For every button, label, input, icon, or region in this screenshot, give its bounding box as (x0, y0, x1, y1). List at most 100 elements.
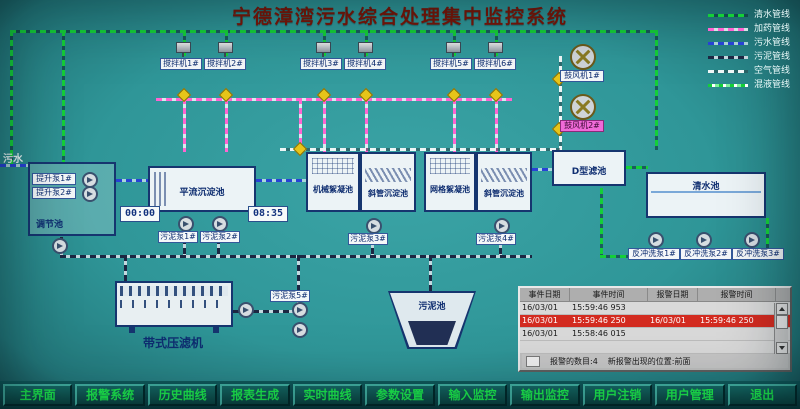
lift-pump-icon[interactable] (82, 186, 98, 202)
water-level-line (651, 191, 761, 193)
menu-button-realtime-curve[interactable]: 实时曲线 (292, 384, 363, 406)
inflow-label: 污水 (3, 154, 23, 165)
grid-floc-tank-label: 网格絮凝池 (430, 185, 470, 194)
sludge-pump-icon[interactable] (366, 218, 382, 234)
inclined-tube-sedimentation-tank-1: 斜管沉淀池 (360, 152, 416, 212)
pipe-sludge-header (60, 255, 532, 258)
runtime-timer: 08:35 (248, 206, 288, 222)
legend-item-mixed: 混液管线 (707, 80, 790, 91)
legend-label: 污泥管线 (753, 52, 790, 62)
alarm-nav-button[interactable] (526, 355, 540, 367)
alarm-panel: 事件日期 事件时间 报警日期 报警时间 16/03/01 15:59:46 95… (518, 286, 792, 372)
backwash-pump-icon[interactable] (744, 232, 760, 248)
sludge-pump-icon[interactable] (238, 302, 254, 318)
pipe-dosing-drop (225, 98, 228, 152)
mixer-motor-icon[interactable] (176, 42, 191, 57)
menu-button-parameters[interactable]: 参数设置 (365, 384, 435, 406)
menu-button-main[interactable]: 主界面 (3, 384, 73, 406)
scrollbar-thumb[interactable] (776, 315, 788, 329)
mixer-label: 搅拌机5# (430, 58, 472, 70)
sludge-line-icon (707, 56, 748, 59)
menu-button-user-logout[interactable]: 用户注销 (582, 384, 653, 406)
menu-button-input-monitor[interactable]: 输入监控 (437, 384, 508, 406)
blower-fan-icon[interactable] (570, 44, 596, 70)
sludge-pump-icon[interactable] (52, 238, 68, 254)
clear-water-line-icon (707, 14, 748, 17)
d-type-filter: D型滤池 (552, 150, 626, 186)
mixer-motor-icon[interactable] (446, 42, 461, 57)
alarm-position: 新报警出现的位置:前面 (607, 356, 691, 366)
grid-pattern (430, 158, 470, 174)
backwash-pump-label: 反冲洗泵1# (628, 248, 680, 260)
legend-label: 空气管线 (753, 66, 790, 76)
alarm-row-active[interactable]: 16/03/01 15:59:46 250 16/03/01 15:59:46 … (520, 315, 790, 328)
alarm-cell: 16/03/01 (522, 329, 558, 338)
alarm-cell: 15:59:46 953 (572, 303, 626, 312)
backwash-pump-icon[interactable] (696, 232, 712, 248)
scroll-down-icon[interactable] (776, 342, 788, 354)
sludge-pump-icon[interactable] (292, 322, 308, 338)
menu-button-history-curve[interactable]: 历史曲线 (147, 384, 218, 406)
sludge-pump-icon[interactable] (494, 218, 510, 234)
sludge-pump-icon[interactable] (178, 216, 194, 232)
sludge-level (408, 321, 456, 345)
alarm-row[interactable]: 16/03/01 15:58:46 015 (520, 328, 790, 341)
alarm-cell (698, 302, 776, 314)
menu-button-alarm-system[interactable]: 报警系统 (75, 384, 145, 406)
sludge-pump-label: 污泥泵3# (348, 233, 388, 245)
inclined-tube-pattern (481, 168, 527, 182)
alarm-cell: 16/03/01 (522, 303, 558, 312)
press-rollers (120, 300, 228, 308)
alarm-cell (648, 302, 698, 314)
pipe-dosing-drop (365, 98, 368, 152)
blower-fan-icon[interactable] (570, 94, 596, 120)
sludge-pump-icon[interactable] (212, 216, 228, 232)
sewage-line-icon (707, 42, 748, 45)
legend-label: 清水管线 (753, 10, 790, 20)
pipe-sed-to-floc (256, 179, 308, 182)
pipe-clear-tank-down (766, 218, 769, 256)
alarm-cell (648, 328, 698, 340)
sludge-pump-icon[interactable] (292, 302, 308, 318)
alarm-cell: 15:58:46 015 (572, 329, 626, 338)
pipe-air-riser (559, 56, 562, 150)
pipe-air-header (280, 148, 562, 151)
alarm-cell: 16/03/01 (650, 316, 686, 325)
mixer-motor-icon[interactable] (358, 42, 373, 57)
alarm-row[interactable]: 16/03/01 15:59:46 953 (520, 302, 790, 315)
valve-icon[interactable] (292, 141, 308, 157)
pipe-to-sludge-pumps (297, 255, 300, 303)
mixer-label: 搅拌机1# (160, 58, 202, 70)
page-title: 宁德漳湾污水综合处理集中监控系统 (231, 6, 568, 28)
alarm-row[interactable] (520, 341, 790, 354)
regulating-tank-label: 调节池 (36, 220, 64, 230)
menu-button-report[interactable]: 报表生成 (220, 384, 290, 406)
alarm-scrollbar[interactable] (774, 303, 788, 354)
legend-item-clear-water: 清水管线 (707, 10, 790, 21)
scroll-up-icon[interactable] (776, 303, 788, 315)
mixer-label: 搅拌机2# (204, 58, 246, 70)
pipe-dosing-drop (453, 98, 456, 152)
pipe-clear-water-top (10, 30, 656, 33)
pipe-filter-to-clear-tank (626, 166, 648, 169)
press-rollers (120, 286, 228, 296)
mixer-motor-icon[interactable] (488, 42, 503, 57)
d-filter-label: D型滤池 (571, 167, 607, 177)
menu-button-output-monitor[interactable]: 输出监控 (510, 384, 580, 406)
menu-button-user-management[interactable]: 用户管理 (655, 384, 725, 406)
pipe-clear-water-right (655, 30, 658, 150)
blower-label: 鼓风机2# (560, 120, 604, 132)
alarm-cell (570, 341, 648, 353)
legend-item-sewage: 污水管线 (707, 38, 790, 49)
horizontal-sed-tank-label: 平流沉淀池 (179, 188, 225, 198)
alarm-cell (520, 341, 570, 353)
inclined-tube-sedimentation-tank-2: 斜管沉淀池 (476, 152, 532, 212)
backwash-pump-icon[interactable] (648, 232, 664, 248)
lift-pump-label: 提升泵1# (32, 173, 76, 185)
mixer-motor-icon[interactable] (218, 42, 233, 57)
menu-button-exit[interactable]: 退出 (727, 384, 797, 406)
backwash-pump-label: 反冲洗泵2# (680, 248, 732, 260)
mixer-motor-icon[interactable] (316, 42, 331, 57)
alarm-cell: 16/03/01 (522, 316, 558, 325)
pipe-dosing-drop (495, 98, 498, 152)
